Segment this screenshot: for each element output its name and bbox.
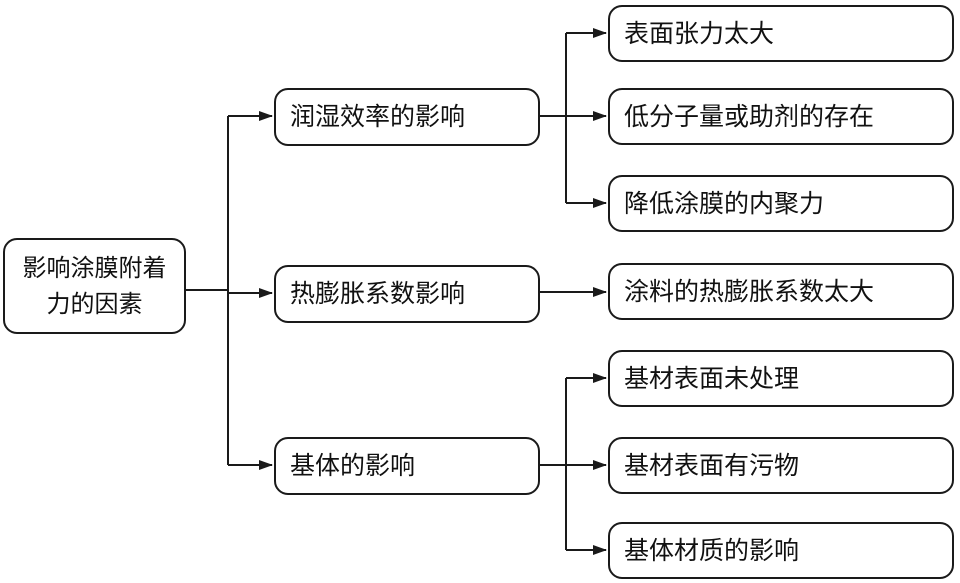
leaf-node: 基材表面未处理 [608, 350, 954, 407]
leaf-node: 基体材质的影响 [608, 522, 954, 579]
category-label: 润湿效率的影响 [290, 102, 466, 132]
category-node-wetting: 润湿效率的影响 [274, 88, 540, 146]
leaf-label: 基材表面未处理 [624, 363, 800, 393]
leaf-node: 涂料的热膨胀系数太大 [608, 263, 954, 320]
leaf-label: 涂料的热膨胀系数太大 [624, 276, 875, 306]
category-label: 基体的影响 [290, 451, 416, 481]
category-label: 热膨胀系数影响 [290, 279, 466, 309]
leaf-label: 基体材质的影响 [624, 535, 800, 565]
category-node-thermal: 热膨胀系数影响 [274, 265, 540, 323]
leaf-node: 基材表面有污物 [608, 437, 954, 494]
leaf-label: 表面张力太大 [624, 18, 775, 48]
root-node: 影响涂膜附着 力的因素 [3, 238, 186, 334]
root-line-2: 力的因素 [46, 290, 143, 318]
leaf-node: 低分子量或助剂的存在 [608, 88, 954, 145]
root-line-1: 影响涂膜附着 [22, 254, 167, 282]
leaf-node: 降低涂膜的内聚力 [608, 175, 954, 232]
leaf-label: 低分子量或助剂的存在 [624, 101, 875, 131]
leaf-label: 基材表面有污物 [624, 450, 800, 480]
category-node-substrate: 基体的影响 [274, 437, 540, 495]
leaf-label: 降低涂膜的内聚力 [624, 188, 825, 218]
leaf-node: 表面张力太大 [608, 5, 954, 62]
